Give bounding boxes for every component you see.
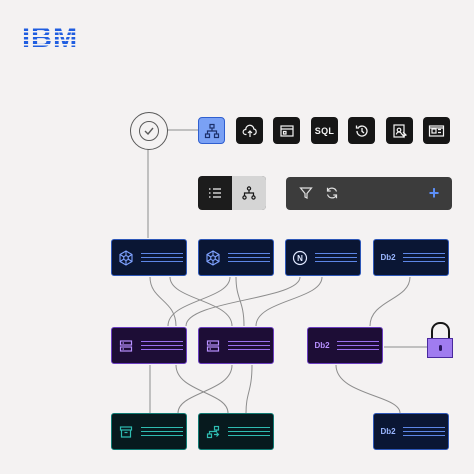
lock-icon <box>427 322 453 360</box>
node-db2-1[interactable]: Db2 <box>373 239 449 276</box>
refresh-button[interactable] <box>324 185 340 201</box>
node-detail-lines <box>403 426 445 437</box>
connector-e <box>185 276 301 327</box>
archive-icon <box>113 419 139 445</box>
node-transfer[interactable] <box>198 413 274 450</box>
node-detail-lines <box>228 340 270 351</box>
node-detail-lines <box>403 252 445 263</box>
node-storage-1[interactable] <box>111 327 187 364</box>
status-check-circle[interactable] <box>130 112 168 150</box>
id-card-icon <box>428 124 445 137</box>
node-kubernetes-2[interactable] <box>198 239 274 276</box>
filter-button[interactable] <box>298 185 314 201</box>
action-toolbar: + <box>286 177 452 210</box>
node-detail-lines <box>228 426 270 437</box>
node-db2-2[interactable]: Db2 <box>307 327 383 364</box>
node-detail-lines <box>141 340 183 351</box>
node-db2-3[interactable]: Db2 <box>373 413 449 450</box>
connector-l <box>335 364 401 414</box>
n-circle-icon: N <box>287 245 313 271</box>
user-certificate-icon <box>392 123 407 138</box>
db2-icon: Db2 <box>380 253 396 262</box>
node-n[interactable]: N <box>285 239 361 276</box>
connector-j <box>177 364 233 414</box>
connector-k <box>245 364 253 414</box>
node-storage-2[interactable] <box>198 327 274 364</box>
connector-c <box>167 276 231 327</box>
sql-icon: SQL <box>314 125 335 136</box>
refresh-icon <box>326 187 338 199</box>
ibm-logo: IBM <box>22 24 100 54</box>
node-detail-lines <box>228 252 270 263</box>
tool-certificate-button[interactable] <box>386 117 413 144</box>
node-detail-lines <box>337 340 379 351</box>
connector-a <box>149 276 177 327</box>
history-icon <box>355 124 368 137</box>
add-icon[interactable]: + <box>428 183 440 203</box>
browser-window-icon <box>279 124 294 137</box>
tool-window-button[interactable] <box>273 117 300 144</box>
node-archive[interactable] <box>111 413 187 450</box>
node-kubernetes-1[interactable] <box>111 239 187 276</box>
node-detail-lines <box>315 252 357 263</box>
storage-icon <box>113 333 139 359</box>
data-transfer-icon <box>200 419 226 445</box>
list-view-toggle[interactable] <box>198 176 232 210</box>
connector-g <box>369 276 411 327</box>
tree-view-toggle[interactable] <box>232 176 266 210</box>
tool-upload-button[interactable] <box>236 117 263 144</box>
kubernetes-icon <box>200 245 226 271</box>
filter-icon <box>299 187 313 199</box>
tool-hierarchy-button[interactable] <box>198 117 225 144</box>
db2-icon: Db2 <box>380 427 396 436</box>
connector-b <box>169 276 233 327</box>
connector-i <box>175 364 229 414</box>
tree-icon <box>242 186 256 200</box>
tool-sql-button[interactable]: SQL <box>311 117 338 144</box>
node-detail-lines <box>141 426 183 437</box>
tool-history-button[interactable] <box>348 117 375 144</box>
cloud-upload-icon <box>242 124 257 137</box>
view-switcher <box>198 176 266 210</box>
connector-f <box>255 276 323 327</box>
svg-text:N: N <box>297 254 303 263</box>
node-detail-lines <box>141 252 183 263</box>
list-icon <box>209 188 221 198</box>
hierarchy-icon <box>204 123 219 138</box>
storage-icon <box>200 333 226 359</box>
checkmark-icon <box>139 121 159 141</box>
kubernetes-icon <box>113 245 139 271</box>
connector-d <box>235 276 245 327</box>
tool-id-card-button[interactable] <box>423 117 450 144</box>
db2-icon: Db2 <box>314 341 330 350</box>
